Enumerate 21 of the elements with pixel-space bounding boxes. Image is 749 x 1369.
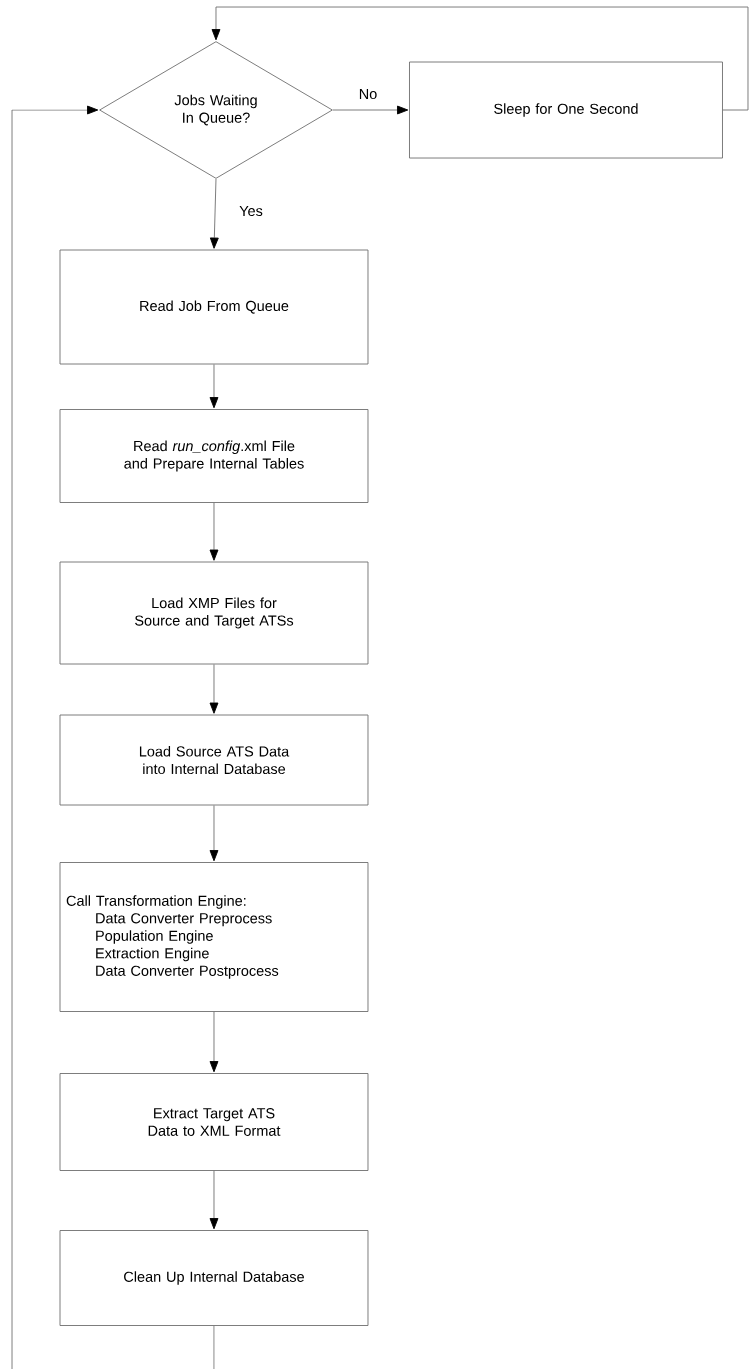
process-box: Call Transformation Engine: Data Converter Preprocess Population Engine Extraction Engine Data Converter Postprocess xyxy=(59,862,369,1012)
arrow xyxy=(209,178,219,249)
process-box: Load XMP Files for Source and Target ATSs xyxy=(59,561,369,665)
arrow xyxy=(209,664,219,714)
arrow xyxy=(209,805,219,862)
process-box: Read Job From Queue xyxy=(59,249,369,365)
arrow xyxy=(211,6,749,111)
arrow xyxy=(209,1170,219,1230)
process-box: Read run_config.xml File and Prepare Internal Tables xyxy=(59,409,369,503)
arrow xyxy=(332,105,409,115)
connector-line xyxy=(213,1325,215,1369)
process-box: Sleep for One Second xyxy=(409,61,723,159)
arrow xyxy=(11,105,99,1369)
process-box: Load Source ATS Data into Internal Database xyxy=(59,714,369,806)
edge-label: No xyxy=(357,87,379,101)
arrow xyxy=(209,1011,219,1073)
arrow xyxy=(209,364,219,409)
edge-label: Yes xyxy=(238,204,264,218)
arrow xyxy=(209,502,219,561)
process-box: Extract Target ATS Data to XML Format xyxy=(59,1073,369,1171)
process-box: Clean Up Internal Database xyxy=(59,1230,369,1326)
